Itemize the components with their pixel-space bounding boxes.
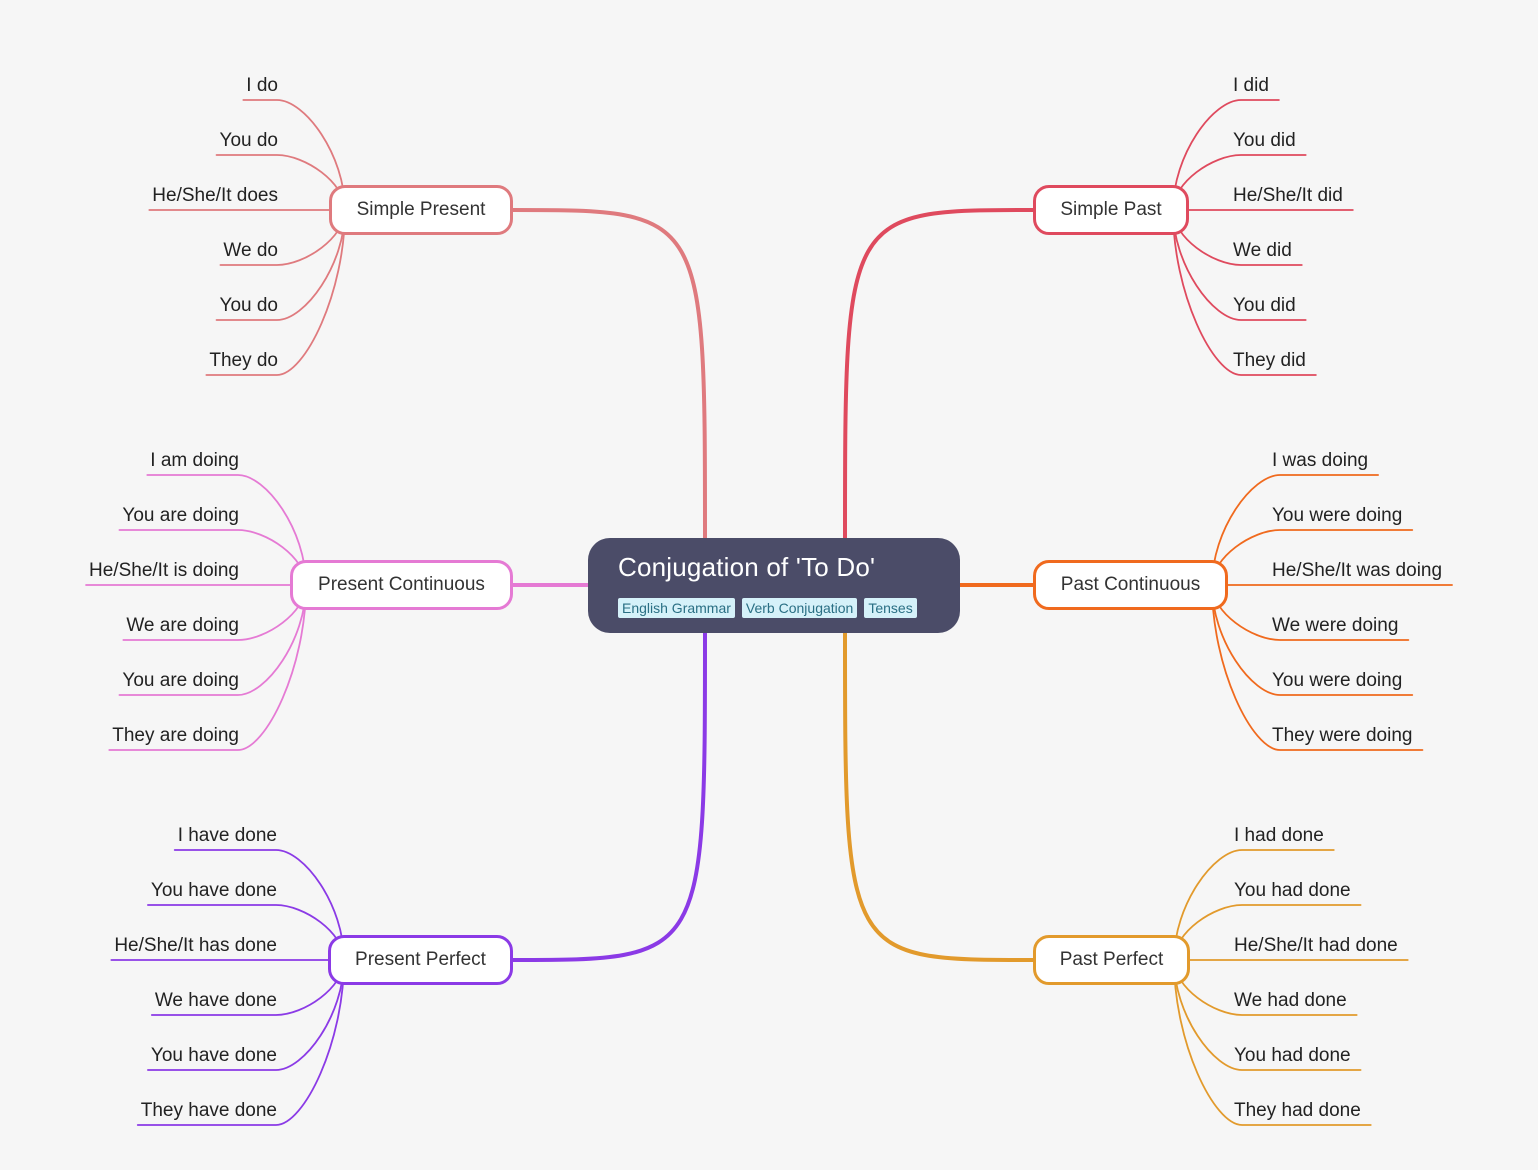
leaf-topic[interactable]: You did [1233, 130, 1296, 151]
leaf-topic[interactable]: I had done [1234, 825, 1324, 846]
leaf-topic[interactable]: We are doing [126, 615, 239, 636]
leaf-topic[interactable]: I am doing [150, 450, 239, 471]
leaf-topic[interactable]: You have done [150, 1045, 277, 1066]
leaf-topic[interactable]: You were doing [1272, 670, 1403, 691]
leaf-topic[interactable]: He/She/It was doing [1272, 560, 1443, 581]
leaf-topic[interactable]: They have done [140, 1100, 277, 1121]
branch-topic[interactable]: Past Perfect [1033, 935, 1190, 985]
tag-label[interactable]: Tenses [864, 598, 917, 618]
leaf-topic[interactable]: You are doing [122, 505, 239, 526]
leaf-topic[interactable]: They had done [1234, 1100, 1361, 1121]
tag-label[interactable]: Verb Conjugation [741, 598, 858, 618]
leaf-topic[interactable]: You have done [150, 880, 277, 901]
branch-topic[interactable]: Simple Past [1033, 185, 1189, 235]
branch-topic-label: Present Continuous [318, 574, 485, 595]
leaf-topic[interactable]: We were doing [1272, 615, 1399, 636]
leaf-topic[interactable]: I did [1233, 75, 1269, 96]
leaf-topic[interactable]: They do [209, 350, 278, 371]
leaf-connector [108, 584, 307, 751]
leaf-topic[interactable]: They did [1233, 350, 1306, 371]
branch-topic-label: Past Continuous [1060, 574, 1201, 595]
leaf-topic[interactable]: You had done [1234, 1045, 1351, 1066]
leaf-topic[interactable]: We have done [154, 990, 277, 1011]
leaf-topic[interactable]: You had done [1234, 880, 1351, 901]
leaf-topic[interactable]: They were doing [1272, 725, 1413, 746]
leaf-topic[interactable]: I do [246, 75, 278, 96]
leaf-connector [1173, 959, 1372, 1126]
main-connector [843, 631, 1035, 962]
leaf-topic[interactable]: You do [219, 130, 278, 151]
leaf-topic[interactable]: We do [223, 240, 278, 261]
branch-topic[interactable]: Simple Present [329, 185, 513, 235]
branch-topic[interactable]: Present Perfect [328, 935, 513, 985]
leaf-topic[interactable]: We did [1233, 240, 1292, 261]
branch-topic-label: Present Perfect [355, 949, 486, 970]
leaf-topic[interactable]: You do [219, 295, 278, 316]
branch-topic-label: Simple Present [356, 199, 486, 220]
leaf-topic[interactable]: You are doing [122, 670, 239, 691]
leaf-connector [136, 959, 345, 1126]
leaf-connector [1211, 584, 1424, 751]
branch-topic[interactable]: Past Continuous [1033, 560, 1228, 610]
leaf-topic[interactable]: We had done [1234, 990, 1347, 1011]
central-topic[interactable]: Conjugation of 'To Do' English Grammar V… [588, 538, 960, 633]
leaf-topic[interactable]: He/She/It did [1233, 185, 1343, 206]
main-connector [511, 208, 707, 540]
branch-topic-label: Past Perfect [1059, 949, 1164, 970]
leaf-connector [205, 209, 346, 376]
branch-topic-label: Simple Past [1060, 199, 1162, 220]
leaf-topic[interactable]: I was doing [1272, 450, 1369, 471]
leaf-topic[interactable]: He/She/It is doing [89, 560, 239, 581]
leaf-topic[interactable]: I have done [177, 825, 277, 846]
central-topic-title: Conjugation of 'To Do' [618, 552, 876, 582]
branch-topic[interactable]: Present Continuous [290, 560, 513, 610]
leaf-topic[interactable]: You did [1233, 295, 1296, 316]
leaf-topic[interactable]: He/She/It does [152, 185, 278, 206]
leaf-topic[interactable]: They are doing [112, 725, 239, 746]
main-connector [843, 208, 1035, 540]
leaf-topic[interactable]: You were doing [1272, 505, 1403, 526]
tag-label[interactable]: English Grammar [618, 598, 735, 618]
central-topic-tags: English Grammar Verb Conjugation Tenses [618, 598, 960, 618]
leaf-connector [1172, 209, 1317, 376]
leaf-topic[interactable]: He/She/It had done [1234, 935, 1398, 956]
main-connector [511, 631, 707, 962]
leaf-topic[interactable]: He/She/It has done [114, 935, 277, 956]
